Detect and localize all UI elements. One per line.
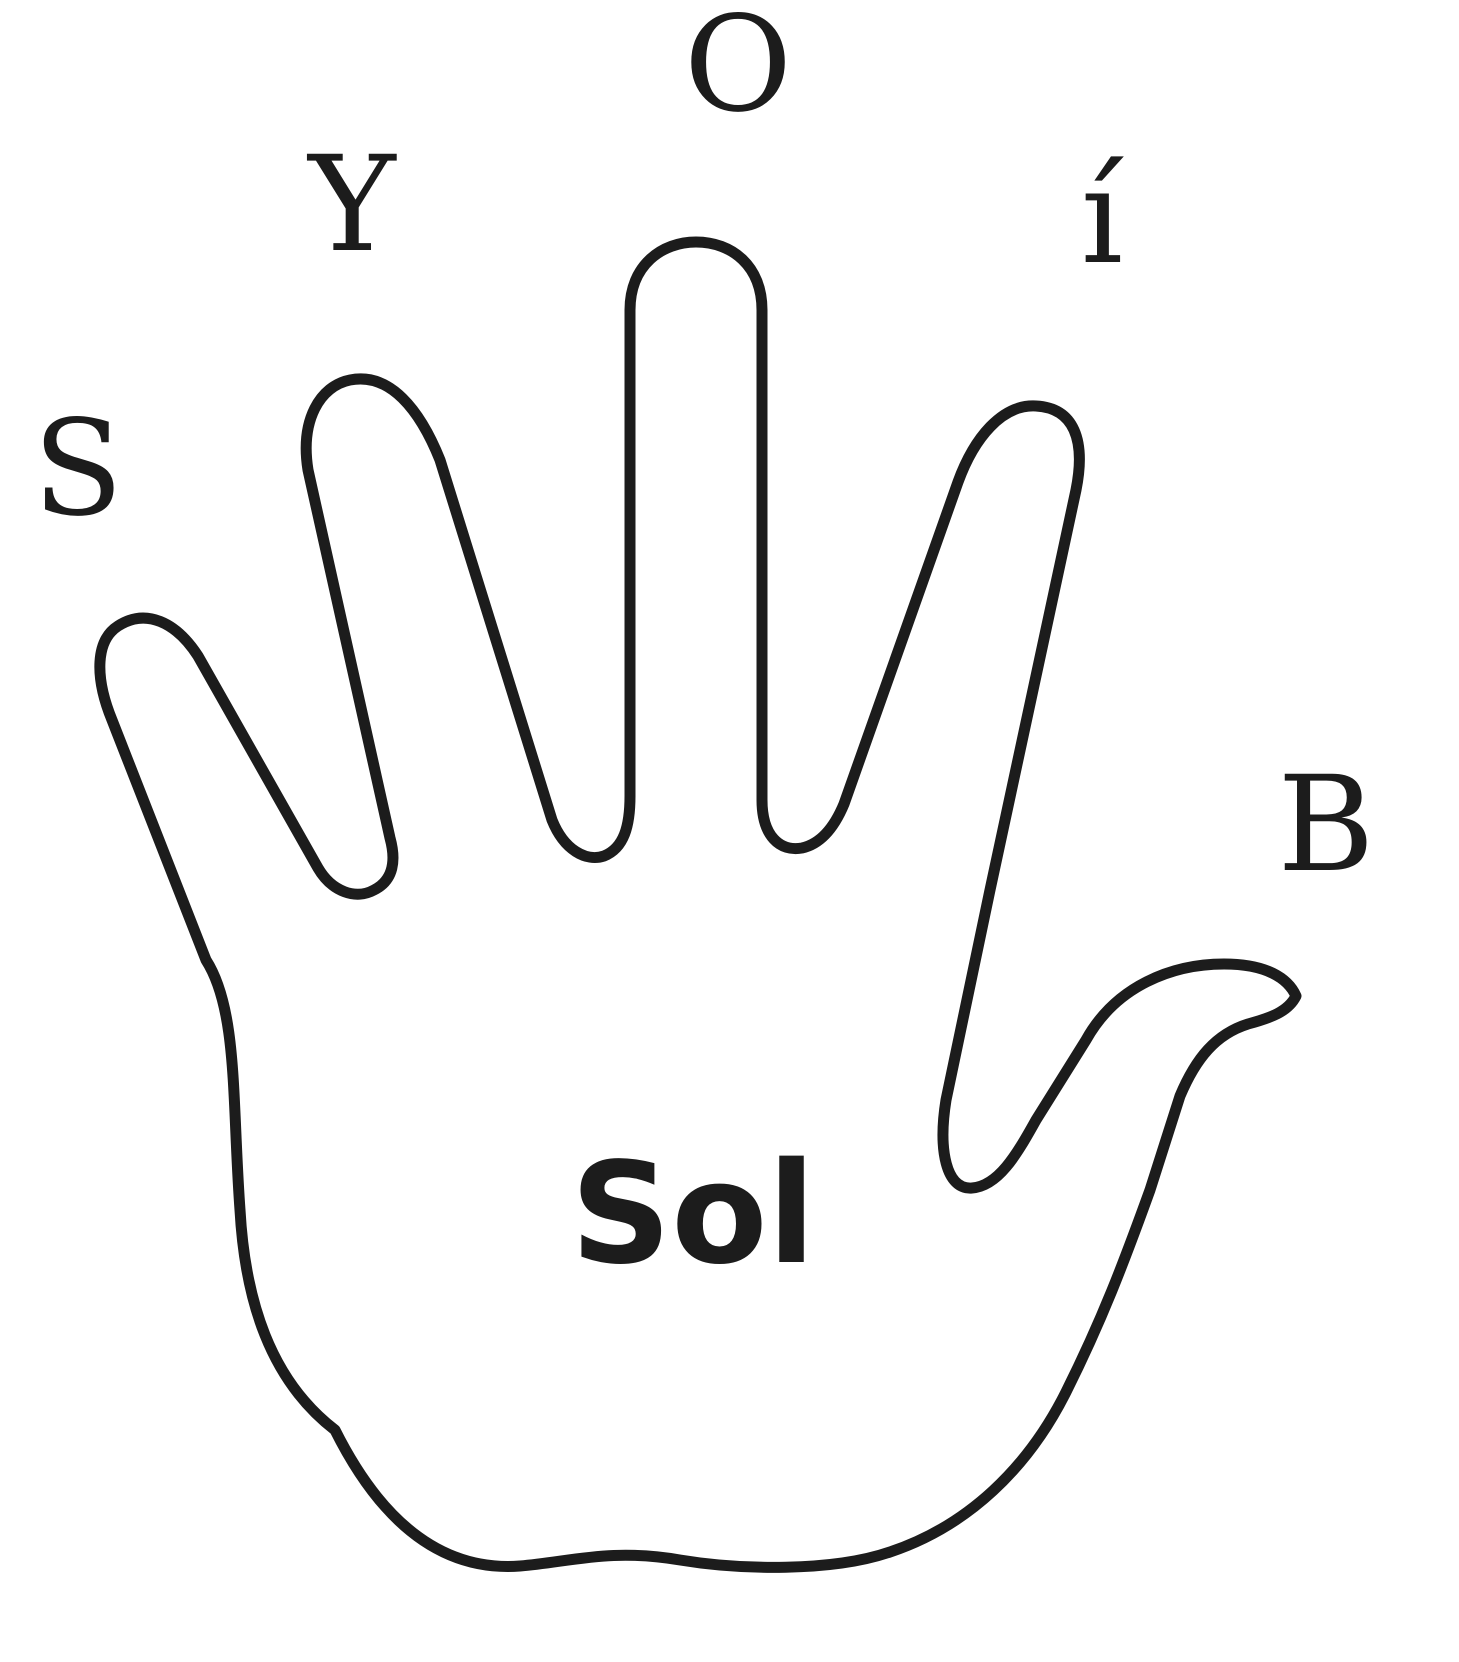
palm-label: Sol	[571, 1133, 816, 1296]
finger-letter-y: Y	[306, 128, 397, 282]
finger-letter-b: B	[1277, 748, 1374, 902]
finger-letter-s: S	[33, 392, 123, 546]
hand-outline	[100, 242, 1296, 1567]
finger-letter-o: O	[684, 0, 792, 142]
finger-letter-i-acute: í	[1081, 140, 1124, 294]
